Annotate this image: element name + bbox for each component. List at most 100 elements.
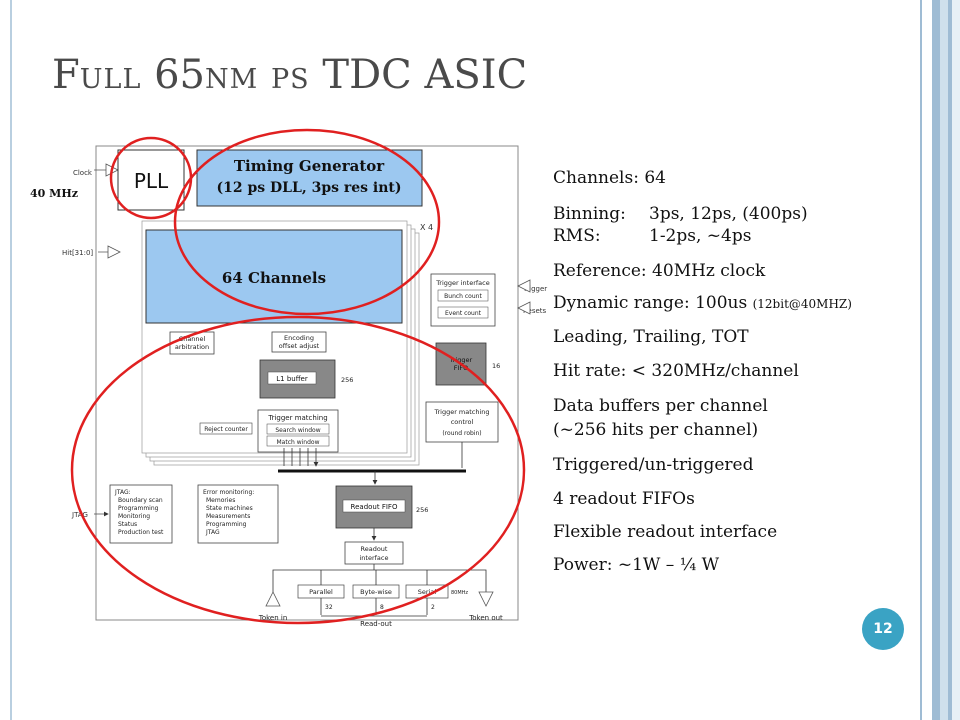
trigger-matching-control-block [425,401,499,443]
error-monitoring-line: State machines [206,505,253,512]
trigger-input-arrow [517,279,531,293]
trigger-fifo-size: 16 [492,362,500,370]
readout-annotation-ring [70,315,526,625]
readout-interface-label: Readout [361,545,388,553]
spec-reference: Reference: 40MHz clock [553,261,765,281]
tdc-block-diagram: Clock Hit[31:0] JTAG PLL 40 MHz Timing G… [30,128,547,630]
spec-text: (~256 hits per channel) [553,420,759,440]
jtag-block [109,484,173,544]
readout-fifo-label: Readout FIFO [351,503,398,511]
output-bus-lines [320,570,428,617]
trigger-matching-control-label: (round robin) [442,430,481,437]
spec-trigger-mode: Triggered/un-triggered [553,455,753,475]
spec-text: Triggered/un-triggered [553,455,754,475]
l1-buffer-label: L1 buffer [276,375,308,383]
serial-bus-width: 2 [431,604,435,611]
error-monitoring-block [197,484,279,544]
title-part: NM [205,64,259,95]
title-part: PS [271,64,310,95]
clock-input-label: Clock [73,169,93,177]
spec-data-buffers: Data buffers per channel [553,396,768,416]
byte-bus-width: 8 [380,604,384,611]
slide-left-border [10,0,12,720]
spec-note: (12bit@40MHZ) [752,297,852,311]
clock-frequency-label: 40 MHz [30,187,78,200]
parallel-output-label: Parallel [309,588,333,596]
spec-text: Binning: [553,204,626,224]
spec-text: Leading, Trailing, TOT [553,327,749,347]
title-part: F [52,52,80,98]
error-monitoring-line: Memories [206,497,235,504]
token-out-arrow [478,591,494,607]
spec-binning: Binning:3ps, 12ps, (400ps) [553,204,808,224]
spec-text: Flexible readout interface [553,522,778,542]
search-window-box [266,423,330,435]
match-window-label: Match window [277,439,320,446]
title-part: ULL [79,64,142,95]
spec-text: RMS: [553,226,601,246]
jtag-block-line: Status [118,521,137,528]
page-number-badge: 12 [862,608,904,650]
encoding-label: offset adjust [279,342,320,350]
spec-text: Data buffers per channel [553,396,768,416]
spec-text: Reference: 40MHz clock [553,261,766,281]
bunch-count-box [437,289,489,302]
parallel-bus-width: 32 [325,604,333,611]
trigger-matching-control-label: control [451,418,474,426]
page-number: 12 [873,621,893,637]
trigger-fifo-label: FIFO [454,364,469,372]
reject-counter-block [199,422,253,435]
token-path [272,569,487,592]
trigger-matching-control-label: Trigger matching [433,408,489,416]
jtag-block-line: Boundary scan [118,497,163,504]
trigger-input-label: Trigger [522,285,547,293]
timing-generator-block [196,149,423,207]
readout-fifo-label-box [342,499,406,513]
title-part: 65 [141,52,206,98]
pll-label: PLL [134,169,169,193]
spec-readout-fifos: 4 readout FIFOs [553,489,695,509]
serial-output-label: Serial [418,588,437,596]
channel-output-arrows [283,448,316,466]
slide-right-border [918,0,960,720]
spec-text: Dynamic range: 100us [553,293,753,313]
channel-arbitration-label: arbitration [175,343,209,351]
hit-input-label: Hit[31:0] [62,249,93,257]
error-monitoring-line: JTAG [205,529,220,536]
hit-input-arrow [98,245,121,259]
error-monitoring-line: Measurements [206,513,250,520]
jtag-block-line: Programming [118,505,159,512]
event-count-box [437,306,489,319]
error-monitoring-line: Error monitoring: [203,489,254,496]
timing-generator-subtitle: (12 ps DLL, 3ps res int) [216,180,401,196]
event-count-label: Event count [445,310,482,317]
spec-channels: Channels: 64 [553,168,666,188]
chip-boundary [95,145,519,621]
encoding-label: Encoding [284,334,314,342]
timing-channels-annotation-ring [173,128,441,316]
trigger-matching-label: Trigger matching [267,414,327,422]
channels-label: 64 Channels [222,269,326,287]
spec-text: 4 readout FIFOs [553,489,695,509]
read-out-label: Read-out [360,620,392,628]
readout-fifo-size: 256 [416,506,428,514]
spec-edges: Leading, Trailing, TOT [553,327,749,347]
spec-value: 1-2ps, ~4ps [649,226,752,246]
serial-frequency-label: 80MHz [451,590,468,596]
slide-title: FULL 65NM PS TDC ASIC [52,52,527,98]
spec-text: Power: ~1W – ¼ W [553,555,720,575]
timing-generator-title: Timing Generator [234,157,385,175]
resets-input-label: Resets [523,307,547,315]
l1-buffer-size: 256 [341,376,353,384]
spec-readout-interface: Flexible readout interface [553,522,777,542]
l1-buffer-label-box [267,371,317,385]
title-part: TDC ASIC [309,52,528,98]
trigger-fifo-label: Trigger [449,356,473,364]
match-window-box [266,435,330,447]
encoding-block [271,331,327,353]
spec-text: Hit rate: < 320MHz/channel [553,361,799,381]
token-in-arrow [265,591,281,607]
trigger-interface-label: Trigger interface [435,279,489,287]
token-out-label: Token out [468,614,503,622]
channel-arbitration-label: Channel [179,335,206,343]
